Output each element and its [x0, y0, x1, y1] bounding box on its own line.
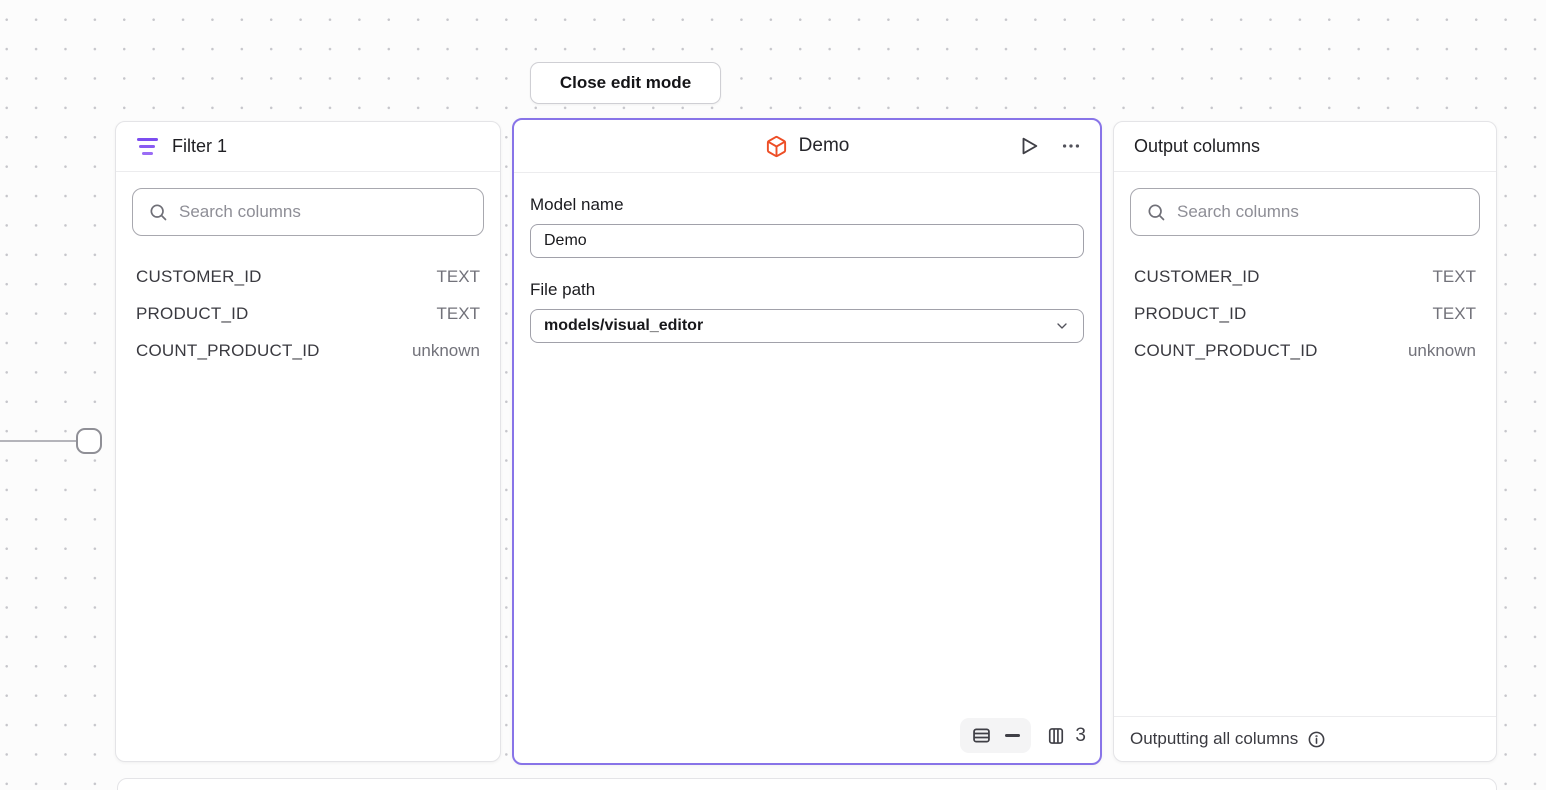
output-column-list: CUSTOMER_ID TEXT PRODUCT_ID TEXT COUNT_P…	[1114, 252, 1496, 369]
info-icon[interactable]	[1307, 730, 1326, 749]
model-name-label: Model name	[530, 195, 624, 214]
minus-icon	[1005, 734, 1021, 737]
column-type: TEXT	[436, 303, 480, 323]
filter-search-input[interactable]	[179, 202, 468, 222]
run-model-button[interactable]	[1018, 135, 1040, 157]
chevron-down-icon	[1054, 318, 1070, 334]
output-columns-panel[interactable]: Output columns CUSTOMER_ID TEXT PRODUCT_…	[1113, 121, 1497, 762]
column-type: TEXT	[1432, 266, 1476, 286]
model-panel-title: Demo	[798, 135, 850, 156]
column-row[interactable]: CUSTOMER_ID TEXT	[116, 258, 500, 295]
column-name: CUSTOMER_ID	[1134, 266, 1260, 286]
column-name: CUSTOMER_ID	[136, 266, 262, 286]
column-count-value: 3	[1075, 724, 1086, 746]
output-search-input[interactable]	[1177, 202, 1464, 222]
model-name-input[interactable]	[530, 224, 1084, 258]
output-panel-title: Output columns	[1134, 136, 1261, 156]
ellipsis-icon	[1060, 135, 1082, 157]
filter-lines-icon	[136, 138, 158, 155]
output-panel-header: Output columns	[1114, 122, 1496, 172]
filter-panel-title: Filter 1	[172, 136, 228, 156]
file-path-select[interactable]: models/visual_editor	[530, 309, 1084, 343]
column-type: TEXT	[436, 266, 480, 286]
column-count-indicator[interactable]: 3	[1046, 725, 1086, 747]
table-rows-icon	[971, 725, 992, 746]
column-type: TEXT	[1432, 303, 1476, 323]
column-name: COUNT_PRODUCT_ID	[136, 340, 320, 360]
file-path-label: File path	[530, 280, 596, 299]
column-name: COUNT_PRODUCT_ID	[1134, 340, 1318, 360]
column-row[interactable]: PRODUCT_ID TEXT	[116, 295, 500, 332]
table-columns-icon	[1046, 726, 1066, 746]
column-name: PRODUCT_ID	[136, 303, 249, 323]
bottom-node-panel[interactable]	[117, 778, 1497, 790]
column-row[interactable]: COUNT_PRODUCT_ID unknown	[1114, 332, 1496, 369]
cube-icon	[765, 135, 788, 158]
filter-search-box[interactable]	[132, 188, 484, 236]
close-edit-mode-button[interactable]: Close edit mode	[530, 62, 721, 104]
column-type: unknown	[1407, 340, 1476, 360]
search-icon	[1146, 202, 1166, 222]
filter-panel-header: Filter 1	[116, 122, 500, 172]
search-icon	[148, 202, 168, 222]
column-row[interactable]: COUNT_PRODUCT_ID unknown	[116, 332, 500, 369]
column-row[interactable]: PRODUCT_ID TEXT	[1114, 295, 1496, 332]
filter-column-list: CUSTOMER_ID TEXT PRODUCT_ID TEXT COUNT_P…	[116, 252, 500, 369]
column-name: PRODUCT_ID	[1134, 303, 1247, 323]
output-footer-label: Outputting all columns	[1130, 729, 1299, 748]
edge-connector-line	[0, 440, 77, 442]
model-panel-footer: 3	[960, 718, 1086, 753]
filter-node-panel[interactable]: Filter 1 CUSTOMER_ID TEXT PRODUCT_ID TEX…	[115, 121, 501, 762]
more-options-button[interactable]	[1060, 135, 1082, 157]
output-search-box[interactable]	[1130, 188, 1480, 236]
model-node-panel[interactable]: Demo Model name File path models/visual_…	[512, 118, 1102, 765]
edge-connector-handle[interactable]	[76, 428, 102, 454]
model-panel-header: Demo	[514, 120, 1100, 173]
column-row[interactable]: CUSTOMER_ID TEXT	[1114, 258, 1496, 295]
row-count-indicator[interactable]	[960, 718, 1032, 753]
column-type: unknown	[411, 340, 480, 360]
file-path-value: models/visual_editor	[544, 317, 704, 334]
play-icon	[1018, 135, 1040, 157]
output-panel-footer: Outputting all columns	[1114, 716, 1496, 761]
